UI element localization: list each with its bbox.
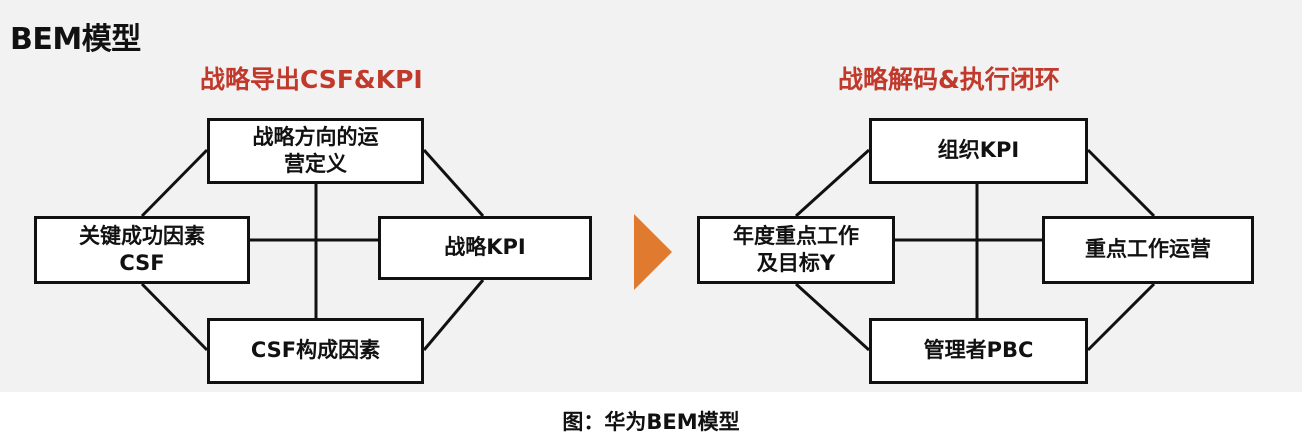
box-strategy-kpi: 战略KPI [378,216,592,280]
box-manager-pbc: 管理者PBC [869,318,1088,384]
box-strategy-operation-definition: 战略方向的运 营定义 [207,118,424,184]
left-diagram-subtitle: 战略导出CSF&KPI [200,65,423,94]
connector-lines [140,148,1156,352]
page-title: BEM模型 [10,22,141,57]
box-csf-components: CSF构成因素 [207,318,424,384]
right-top-right-diagonal [1086,148,1156,218]
diagram-panel: BEM模型 战略导出CSF&KPI 战略解码&执行闭环 战略方向的运 营定义 关… [0,0,1302,392]
left-top-right-diagonal [422,149,485,217]
right-bottom-right-diagonal [1086,282,1156,352]
right-top-left-diagonal [794,148,871,218]
box-key-success-factors: 关键成功因素 CSF [34,216,250,284]
right-bottom-left-diagonal [794,282,871,352]
left-top-left-diagonal [140,148,209,218]
box-key-work-operation: 重点工作运营 [1042,216,1254,284]
left-bottom-left-diagonal [140,282,209,352]
box-organization-kpi: 组织KPI [869,118,1088,184]
left-bottom-right-diagonal [422,279,485,351]
arrow-right-icon [634,214,672,290]
right-diagram-subtitle: 战略解码&执行闭环 [838,65,1060,94]
box-annual-key-work-goals: 年度重点工作 及目标Y [697,216,895,284]
figure-caption: 图：华为BEM模型 [562,410,740,434]
